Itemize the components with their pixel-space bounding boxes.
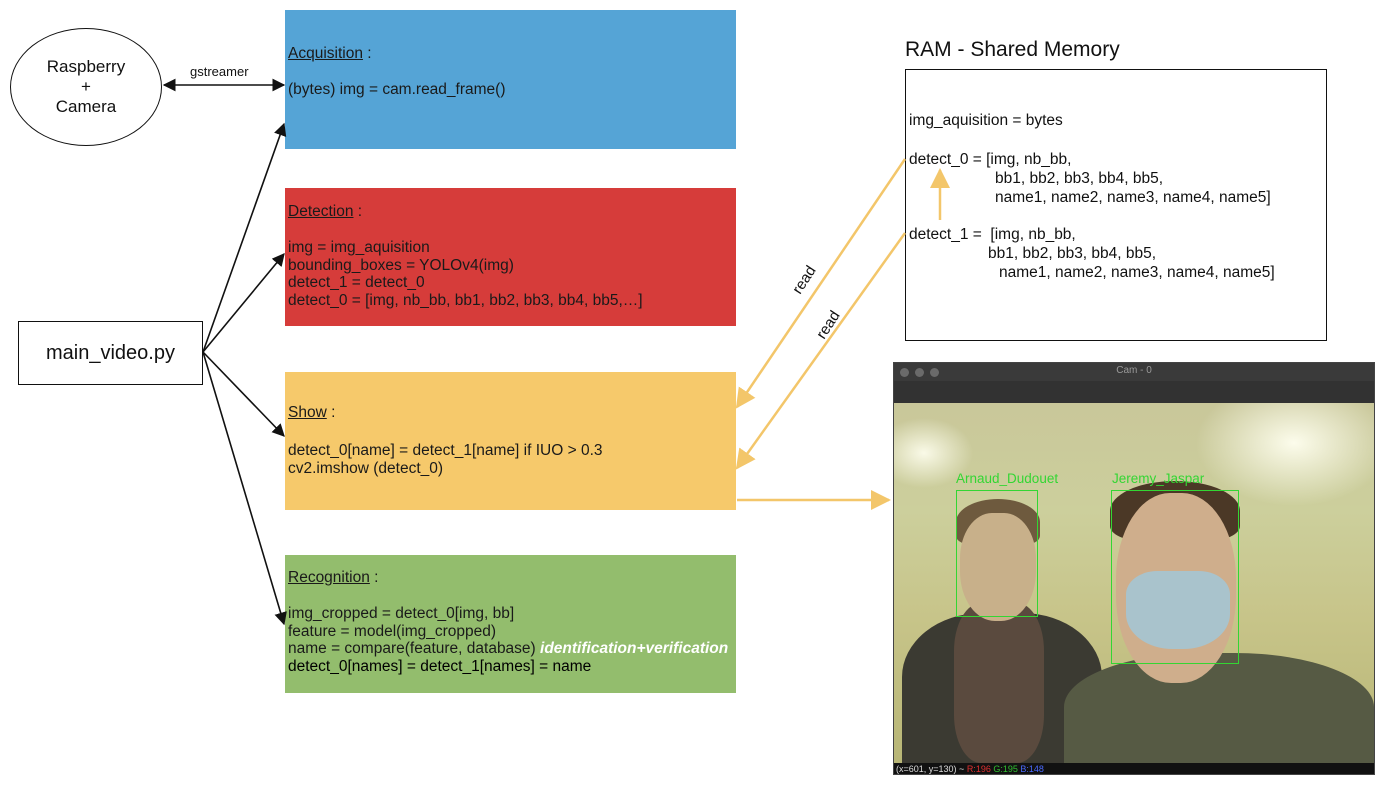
ram-title: RAM - Shared Memory bbox=[905, 38, 1120, 61]
ram-line: detect_1 = [img, nb_bb, bbox=[909, 226, 1076, 243]
window-close-icon[interactable] bbox=[900, 368, 909, 377]
ram-shared-memory-box: img_aquisition = bytes detect_0 = [img, … bbox=[905, 69, 1327, 341]
bounding-box-2-label: Jeremy_Jaspar bbox=[1112, 471, 1205, 486]
show-line: cv2.imshow (detect_0) bbox=[288, 459, 444, 477]
detection-line: detect_0 = [img, nb_bb, bb1, bb2, bb3, b… bbox=[288, 291, 643, 309]
acquisition-title: Acquisition bbox=[288, 45, 363, 62]
camera-window-title: Cam - 0 bbox=[1116, 365, 1152, 376]
camera-status-bar: (x=601, y=130) ~ R:196 G:195 B:148 bbox=[894, 763, 1374, 774]
recognition-line: detect_0[names] = detect_1[names] = name bbox=[288, 657, 592, 675]
recognition-block: Recognition : img_cropped = detect_0[img… bbox=[285, 555, 736, 693]
show-sep: : bbox=[326, 404, 336, 421]
ram-line: img_aquisition = bytes bbox=[909, 112, 1063, 129]
source-label-line1: Raspberry bbox=[46, 57, 126, 76]
gstreamer-label: gstreamer bbox=[190, 64, 249, 79]
read-arrow-detect-0 bbox=[735, 158, 907, 409]
recognition-line: feature = model(img_cropped) bbox=[288, 622, 497, 640]
source-label-line2: + bbox=[81, 77, 91, 96]
acquisition-sep: : bbox=[362, 45, 372, 62]
show-block: Show : detect_0[name] = detect_1[name] i… bbox=[285, 372, 736, 510]
acquisition-block: Acquisition : (bytes) img = cam.read_fra… bbox=[285, 10, 736, 149]
camera-feed-image: Arnaud_Dudouet Jeremy_Jaspar bbox=[894, 403, 1374, 773]
bounding-box-2 bbox=[1111, 490, 1239, 664]
recognition-line: img_cropped = detect_0[img, bb] bbox=[288, 605, 515, 622]
arrow-to-show bbox=[202, 351, 285, 437]
recognition-line: name = compare(feature, database) bbox=[288, 640, 536, 657]
raspberry-camera-node: Raspberry + Camera bbox=[10, 28, 162, 146]
bounding-box-1 bbox=[956, 490, 1038, 617]
status-g: G:195 bbox=[993, 764, 1018, 774]
recognition-sep: : bbox=[369, 569, 379, 586]
arrow-to-detection bbox=[202, 253, 285, 353]
main-script-label: main_video.py bbox=[46, 341, 175, 364]
ram-line: detect_0 = [img, nb_bb, bbox=[909, 151, 1072, 168]
window-minimize-icon[interactable] bbox=[915, 368, 924, 377]
detection-block: Detection : img = img_aquisition boundin… bbox=[285, 188, 736, 326]
detection-line: img = img_aquisition bbox=[288, 239, 430, 256]
status-b: B:148 bbox=[1020, 764, 1044, 774]
recognition-note: identification+verification bbox=[540, 640, 729, 657]
person-right-body bbox=[1064, 653, 1374, 773]
arrow-to-acquisition bbox=[202, 122, 287, 353]
main-script-box: main_video.py bbox=[18, 321, 203, 385]
status-coords: (x=601, y=130) ~ bbox=[896, 764, 965, 774]
ram-line: name1, name2, name3, name4, name5] bbox=[999, 264, 1275, 281]
camera-window: Cam - 0 Arnaud_Dudouet Jeremy_Jaspar (x=… bbox=[893, 362, 1375, 775]
status-r: R:196 bbox=[966, 764, 991, 774]
detection-line: bounding_boxes = YOLOv4(img) bbox=[288, 256, 514, 274]
camera-window-titlebar: Cam - 0 bbox=[894, 363, 1374, 381]
acquisition-line: (bytes) img = cam.read_frame() bbox=[288, 81, 506, 98]
show-title: Show bbox=[288, 404, 327, 421]
source-label-line3: Camera bbox=[55, 97, 117, 116]
ram-line: bb1, bb2, bb3, bb4, bb5, bbox=[995, 170, 1164, 187]
detection-sep: : bbox=[353, 203, 363, 220]
ram-line: bb1, bb2, bb3, bb4, bb5, bbox=[988, 245, 1157, 262]
person-left-scarf bbox=[954, 603, 1044, 763]
detection-title: Detection bbox=[288, 203, 354, 220]
bounding-box-1-label: Arnaud_Dudouet bbox=[956, 471, 1059, 486]
arrow-to-recognition bbox=[202, 351, 287, 626]
window-maximize-icon[interactable] bbox=[930, 368, 939, 377]
person-left-face bbox=[960, 513, 1036, 621]
recognition-title: Recognition bbox=[288, 569, 370, 586]
face-mask bbox=[1126, 571, 1230, 649]
read-arrow-detect-1 bbox=[735, 232, 907, 470]
show-line: detect_0[name] = detect_1[name] if IUO >… bbox=[288, 442, 603, 459]
detection-line: detect_1 = detect_0 bbox=[288, 274, 425, 291]
ram-line: name1, name2, name3, name4, name5] bbox=[995, 189, 1271, 206]
